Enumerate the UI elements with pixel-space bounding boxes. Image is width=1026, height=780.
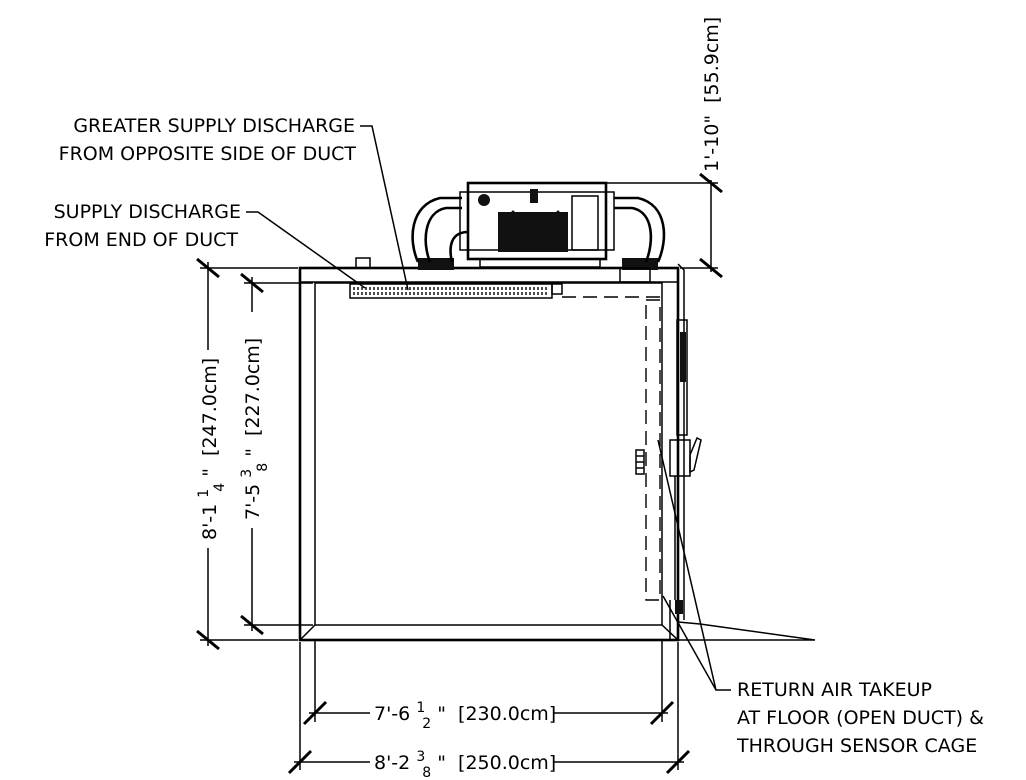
label-supply-end-2: FROM END OF DUCT <box>44 229 238 251</box>
dim-outer-width-num: 3 <box>416 749 425 765</box>
label-return-air-1: RETURN AIR TAKEUP <box>737 679 932 701</box>
dim-outer-height-text: 8'-1 1 4 " [247.0cm] <box>191 358 229 540</box>
return-duct-dashed <box>645 299 661 601</box>
supply-duct-grille <box>353 287 547 295</box>
label-greater-supply-1: GREATER SUPPLY DISCHARGE <box>73 115 355 137</box>
supply-duct <box>349 283 661 601</box>
callouts: GREATER SUPPLY DISCHARGE FROM OPPOSITE S… <box>44 115 984 757</box>
chamber-inner-wall <box>314 282 663 626</box>
door-hardware <box>635 263 702 620</box>
chamber-body <box>298 266 816 642</box>
dim-outer-width-whole: 8'-2 <box>374 752 410 774</box>
leader-greater-supply <box>360 125 409 291</box>
dim-unit-height-metric: [55.9cm] <box>701 17 723 103</box>
dim-outer-width-metric: [250.0cm] <box>458 752 556 774</box>
dim-outer-width-inch: " <box>437 752 446 774</box>
dim-outer-width: 8'-2 3 8 " [250.0cm] <box>287 642 691 780</box>
dim-inner-height-num: 3 <box>239 469 255 478</box>
floor-bevel-left <box>299 624 316 641</box>
dim-inner-width-num: 1 <box>416 700 425 716</box>
dim-outer-height-num: 1 <box>196 489 212 498</box>
dim-inner-width-whole: 7'-6 <box>374 703 410 725</box>
dim-inner-height: 7'-5 3 8 " [227.0cm] <box>234 272 313 636</box>
dim-outer-height-den: 4 <box>212 483 228 492</box>
dim-outer-height-inch: " <box>199 468 221 477</box>
hose-left-inner <box>424 206 462 263</box>
label-return-air-3: THROUGH SENSOR CAGE <box>736 735 977 757</box>
duct-dashed-run <box>562 296 661 300</box>
dim-outer-height-whole: 8'-1 <box>199 504 221 540</box>
dim-inner-height-metric: [227.0cm] <box>242 338 264 436</box>
dim-inner-height-whole: 7'-5 <box>242 484 264 520</box>
label-supply-end-1: SUPPLY DISCHARGE <box>54 201 241 223</box>
dim-inner-width-inch: " <box>437 703 446 725</box>
leader-supply-end <box>246 211 366 289</box>
leader-return-floor <box>662 595 717 691</box>
dim-outer-width-text: 8'-2 3 8 " [250.0cm] <box>374 744 556 780</box>
dim-outer-height-metric: [247.0cm] <box>199 358 221 456</box>
rooftop-hvac-unit <box>355 181 666 283</box>
hvac-grille <box>498 212 568 252</box>
hvac-fan-icon <box>478 194 490 206</box>
chamber-outer-wall <box>298 266 680 642</box>
hose-right-outer <box>614 196 666 263</box>
dim-inner-height-text: 7'-5 3 8 " [227.0cm] <box>234 338 272 520</box>
dim-unit-height: 1'-10" [55.9cm] <box>606 17 723 279</box>
dim-inner-width-den: 2 <box>422 716 431 732</box>
dim-unit-height-ftin: 1'-10" <box>701 115 723 172</box>
roof-vent <box>355 257 371 269</box>
hose-left-short <box>449 230 469 263</box>
dim-outer-width-den: 8 <box>422 765 431 780</box>
dim-inner-width-metric: [230.0cm] <box>458 703 556 725</box>
mount-left <box>418 258 454 270</box>
door-handle-upper <box>676 319 688 436</box>
mount-right <box>622 258 658 270</box>
hose-left-outer <box>411 196 462 263</box>
door-lever <box>689 436 702 474</box>
label-greater-supply-2: FROM OPPOSITE SIDE OF DUCT <box>59 143 357 165</box>
dim-inner-width: 7'-6 1 2 " [230.0cm] <box>302 640 675 733</box>
dim-inner-height-inch: " <box>242 448 264 457</box>
dim-inner-width-text: 7'-6 1 2 " [230.0cm] <box>374 695 556 733</box>
dim-outer-height: 8'-1 1 4 " [247.0cm] <box>191 257 298 651</box>
door-ramp <box>677 621 816 641</box>
dim-unit-height-text: 1'-10" [55.9cm] <box>701 17 723 172</box>
door-latch <box>669 439 691 477</box>
label-return-air-2: AT FLOOR (OPEN DUCT) & <box>737 707 984 729</box>
hose-right-inner <box>614 206 653 263</box>
dim-inner-height-den: 8 <box>255 463 271 472</box>
